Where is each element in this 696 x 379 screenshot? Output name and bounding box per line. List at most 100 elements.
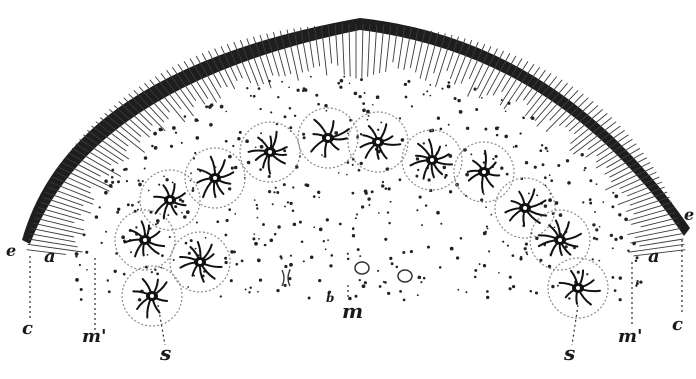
granule <box>277 225 280 228</box>
granule <box>292 209 295 212</box>
granule <box>593 237 596 240</box>
label-a-left: a <box>44 246 56 267</box>
granule <box>289 126 292 129</box>
granule <box>368 204 370 206</box>
granule <box>524 247 527 250</box>
granule <box>429 84 431 86</box>
granule <box>79 264 81 266</box>
granule <box>208 105 212 109</box>
granule <box>602 201 604 203</box>
granule <box>364 281 367 284</box>
granule <box>310 76 312 78</box>
granule <box>273 191 275 193</box>
granule <box>216 220 219 223</box>
granule <box>318 197 320 199</box>
granule <box>390 201 392 203</box>
granule <box>239 131 242 134</box>
cell-nucleolus <box>150 294 154 298</box>
granule <box>567 181 571 185</box>
granule <box>525 251 527 253</box>
granule <box>313 195 316 198</box>
granule <box>367 119 369 121</box>
granule <box>483 161 485 163</box>
granule <box>260 145 264 149</box>
granule <box>337 82 340 85</box>
granule <box>85 251 88 254</box>
granule <box>512 254 515 257</box>
granule <box>181 212 183 214</box>
granule <box>258 87 261 90</box>
granule <box>288 277 291 280</box>
granule <box>225 140 228 143</box>
granule <box>234 166 238 170</box>
cell-nucleolus <box>213 176 217 180</box>
granule <box>358 95 361 98</box>
granule <box>224 261 227 264</box>
granule <box>612 247 614 249</box>
granule <box>303 87 306 90</box>
granule <box>310 256 314 260</box>
granule <box>557 285 559 287</box>
granule <box>475 108 478 111</box>
granule <box>326 110 328 112</box>
granule <box>127 203 130 206</box>
granule <box>483 264 486 267</box>
label-e-left: e <box>6 241 16 260</box>
granule <box>268 80 271 83</box>
granule <box>308 297 311 300</box>
granule <box>250 95 252 97</box>
granule <box>95 215 98 218</box>
granule <box>376 95 380 99</box>
granule <box>364 92 366 94</box>
granule <box>520 256 523 259</box>
granule <box>317 191 320 194</box>
granule <box>440 223 442 225</box>
granule <box>506 173 509 176</box>
granule <box>334 131 338 135</box>
granule <box>252 237 255 240</box>
granule <box>454 97 457 100</box>
granule <box>437 117 440 120</box>
stellate-cell <box>402 130 462 190</box>
granule <box>589 202 592 205</box>
granule <box>383 281 385 283</box>
granule <box>447 85 451 89</box>
granule <box>624 217 628 221</box>
stellate-cell <box>170 232 230 292</box>
striation-line <box>631 213 676 225</box>
granule <box>194 152 196 154</box>
granule <box>167 214 169 216</box>
granule <box>123 273 126 276</box>
granule <box>111 169 114 172</box>
granule <box>448 81 451 84</box>
cell-nucleolus <box>168 198 172 202</box>
granule <box>465 291 467 293</box>
granule <box>230 250 234 254</box>
granule <box>158 184 160 186</box>
granule <box>358 169 361 172</box>
granule <box>302 133 305 136</box>
granule <box>190 239 193 242</box>
granule <box>541 144 543 146</box>
granule <box>416 157 419 160</box>
granule <box>481 97 483 99</box>
granule <box>293 223 297 227</box>
granule <box>596 238 599 241</box>
granule <box>368 115 370 117</box>
granule <box>401 138 405 142</box>
granule <box>495 155 498 158</box>
granule <box>259 108 261 110</box>
granule <box>439 266 442 269</box>
granule <box>126 180 128 182</box>
granule <box>290 255 292 257</box>
granule <box>220 295 222 297</box>
granule <box>257 291 259 293</box>
granule <box>614 238 617 241</box>
granule <box>196 221 198 223</box>
granule <box>284 284 287 287</box>
granule <box>232 145 234 147</box>
granule <box>639 280 642 283</box>
striation-line <box>33 223 85 235</box>
granule <box>131 204 134 207</box>
granule <box>347 133 349 135</box>
